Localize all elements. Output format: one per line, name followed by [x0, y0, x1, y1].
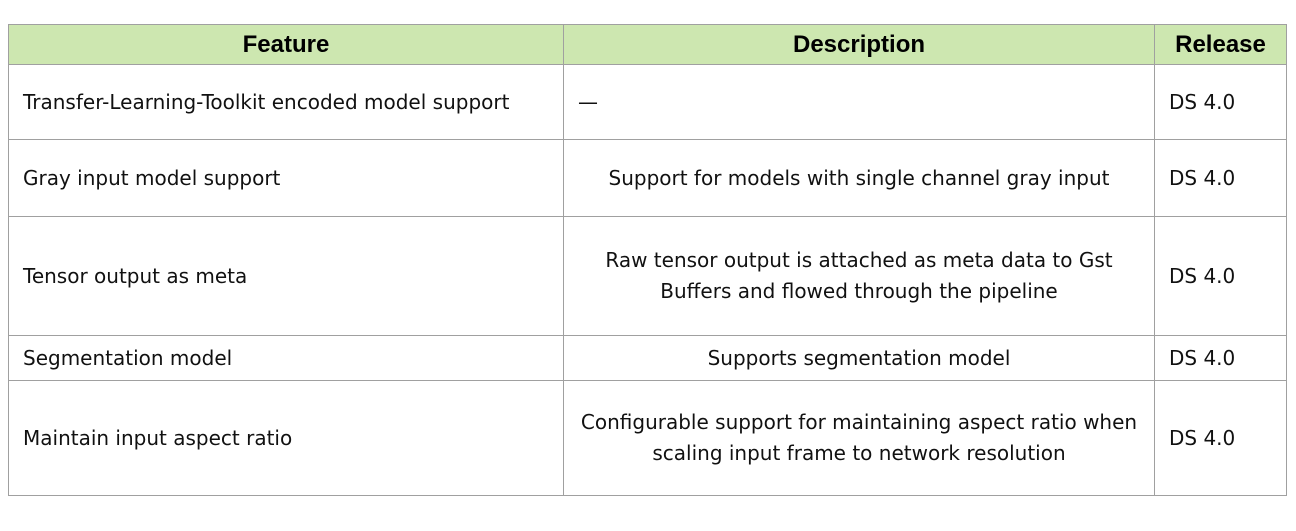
table-row: Gray input model support Support for mod…	[8, 139, 1287, 217]
table-body: Transfer-Learning-Toolkit encoded model …	[8, 64, 1287, 496]
release-cell: DS 4.0	[1154, 64, 1287, 140]
release-cell: DS 4.0	[1154, 335, 1287, 381]
header-row: Feature Description Release	[8, 24, 1287, 65]
table-row: Transfer-Learning-Toolkit encoded model …	[8, 64, 1287, 140]
description-cell: —	[563, 64, 1155, 140]
description-cell: Supports segmentation model	[563, 335, 1155, 381]
feature-cell: Segmentation model	[8, 335, 564, 381]
header-description: Description	[563, 24, 1155, 65]
table-row: Segmentation model Supports segmentation…	[8, 335, 1287, 381]
header-feature: Feature	[8, 24, 564, 65]
table-header: Feature Description Release	[8, 24, 1287, 65]
feature-cell: Transfer-Learning-Toolkit encoded model …	[8, 64, 564, 140]
description-cell: Raw tensor output is attached as meta da…	[563, 216, 1155, 336]
release-cell: DS 4.0	[1154, 380, 1287, 496]
description-cell: Support for models with single channel g…	[563, 139, 1155, 217]
release-cell: DS 4.0	[1154, 139, 1287, 217]
header-release: Release	[1154, 24, 1287, 65]
feature-cell: Gray input model support	[8, 139, 564, 217]
feature-cell: Maintain input aspect ratio	[8, 380, 564, 496]
table-row: Maintain input aspect ratio Configurable…	[8, 380, 1287, 496]
description-cell: Configurable support for maintaining asp…	[563, 380, 1155, 496]
release-cell: DS 4.0	[1154, 216, 1287, 336]
feature-cell: Tensor output as meta	[8, 216, 564, 336]
features-table: Feature Description Release Transfer-Lea…	[8, 24, 1287, 496]
table-row: Tensor output as meta Raw tensor output …	[8, 216, 1287, 336]
